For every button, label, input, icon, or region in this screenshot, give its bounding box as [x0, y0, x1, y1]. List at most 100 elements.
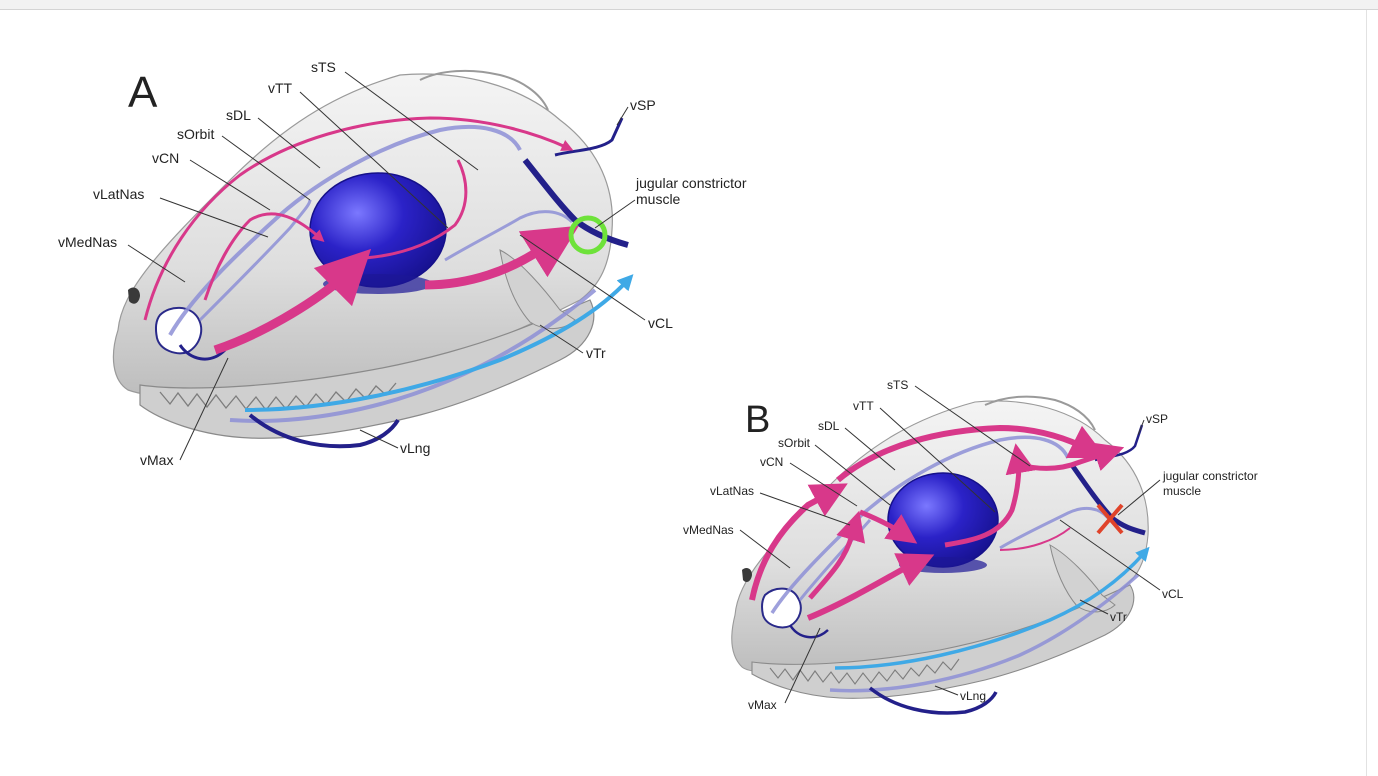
label-vcn: vCN: [760, 455, 783, 469]
leader-sts: [344, 71, 479, 171]
panel-b-labels: sTS vTT sDL sOrbit vCN vLatNas vMedNas v…: [683, 378, 1258, 712]
leader-vlatnas: [159, 197, 269, 238]
arrow-latnas: [808, 510, 866, 600]
label-vmax: vMax: [140, 452, 173, 468]
label-sts: sTS: [887, 378, 908, 392]
leader-vcl: [1059, 519, 1161, 591]
panel-b-eyeball: [887, 472, 999, 568]
label-vtt: vTT: [268, 80, 293, 96]
vein-lng: [868, 686, 998, 715]
vein-lng: [248, 413, 400, 449]
label-vmednas: vMedNas: [683, 523, 734, 537]
leader-vlng: [934, 685, 959, 696]
leader-sdl: [844, 427, 896, 471]
leader-vtr: [1079, 599, 1109, 615]
label-sdl: sDL: [818, 419, 840, 433]
skull-naris: [760, 587, 802, 629]
label-vtt: vTT: [853, 399, 874, 413]
panel-b-flow-arrows: [749, 424, 1125, 621]
nostril: [742, 567, 752, 583]
arrow-max-lower: [806, 553, 935, 621]
leader-vcn: [789, 462, 858, 507]
right-scroll-gutter[interactable]: [1366, 10, 1378, 776]
panel-b-blue-arrow: [834, 546, 1150, 670]
label-sorbit: sOrbit: [778, 436, 811, 450]
leader-jugular: [1117, 479, 1161, 516]
leader-vsp: [1137, 419, 1145, 436]
panel-a-letter: A: [128, 68, 158, 117]
vein-jugular: [522, 158, 629, 248]
panel-a-flow-arrows: [143, 116, 579, 355]
label-vcn: vCN: [152, 150, 179, 166]
leader-vtr: [539, 324, 584, 354]
skull-teeth: [159, 382, 397, 412]
leader-sorbit: [221, 135, 311, 201]
leader-vmax: [784, 627, 821, 704]
panel-a-veins-dark: [178, 117, 629, 449]
skull-crest: [984, 395, 1096, 431]
leader-jugular: [594, 199, 636, 229]
label-jugular-2: muscle: [1163, 484, 1201, 498]
vein-cl-light: [444, 210, 574, 262]
vein-ventral-light: [229, 288, 597, 423]
skull-lower-jaw: [751, 584, 1135, 699]
label-vlatnas: vLatNas: [93, 186, 144, 202]
leader-vlatnas: [759, 492, 851, 526]
label-vlng: vLng: [960, 689, 986, 703]
arrow-medial: [749, 483, 848, 601]
label-vsp: vSP: [1146, 412, 1168, 426]
top-toolbar-strip: [0, 0, 1378, 10]
leader-vmax: [179, 357, 229, 461]
skull-lower-jaw: [139, 299, 595, 439]
panel-b-leader-lines: [739, 385, 1161, 704]
leader-vsp: [616, 106, 629, 126]
label-vlatnas: vLatNas: [710, 484, 754, 498]
arrow-to-sp: [1019, 442, 1125, 471]
arrow-cn: [859, 509, 918, 544]
label-jugular-1: jugular constrictor: [1162, 469, 1258, 483]
leader-sorbit: [814, 444, 891, 506]
leader-sdl: [257, 117, 321, 169]
label-jugular-2: muscle: [636, 191, 681, 207]
leader-vtt: [879, 407, 996, 513]
vein-max-dark: [788, 624, 829, 639]
arrow-eye-up: [364, 159, 468, 260]
arrow-dorsal: [143, 116, 574, 321]
arrow-eye-to-tt: [944, 443, 1036, 548]
nostril: [128, 287, 140, 304]
label-sts: sTS: [311, 59, 336, 75]
cross-stroke-2: [1096, 503, 1124, 535]
arrow-max-to-eye: [213, 248, 372, 355]
label-vtr: vTr: [586, 345, 606, 361]
skull-naris: [155, 306, 203, 355]
panel-a-eyeball: [309, 172, 447, 288]
panel-b-constrictor-cross: [1096, 503, 1124, 535]
arrow-to-cl-thin: [999, 527, 1071, 551]
arrow-latnas: [203, 212, 325, 301]
leader-sts: [914, 385, 1031, 467]
leader-vcl: [519, 234, 646, 321]
label-vcl: vCL: [1162, 587, 1184, 601]
arrow-to-constrictor: [424, 225, 579, 290]
label-vmednas: vMedNas: [58, 234, 117, 250]
panel-b: B: [683, 378, 1258, 715]
label-vtr: vTr: [1110, 610, 1127, 624]
label-sdl: sDL: [226, 107, 251, 123]
leader-vmednas: [127, 244, 186, 283]
label-vcl: vCL: [648, 315, 673, 331]
label-jugular-1: jugular constrictor: [635, 175, 747, 191]
vein-ventral-light: [829, 573, 1140, 693]
vein-cl-light: [999, 506, 1110, 550]
skull-quadrate: [1049, 544, 1116, 613]
label-vlng: vLng: [400, 440, 430, 456]
panel-a-blue-arrow: [244, 274, 634, 412]
label-sorbit: sOrbit: [177, 126, 214, 142]
leader-vcn: [189, 159, 271, 211]
leader-vlng: [359, 429, 399, 449]
vein-max-dark: [178, 344, 227, 361]
panel-a: A: [58, 59, 747, 468]
arrow-dorsal: [836, 424, 1107, 483]
skull-crest: [419, 69, 549, 111]
vein-latnas-light: [198, 199, 312, 322]
